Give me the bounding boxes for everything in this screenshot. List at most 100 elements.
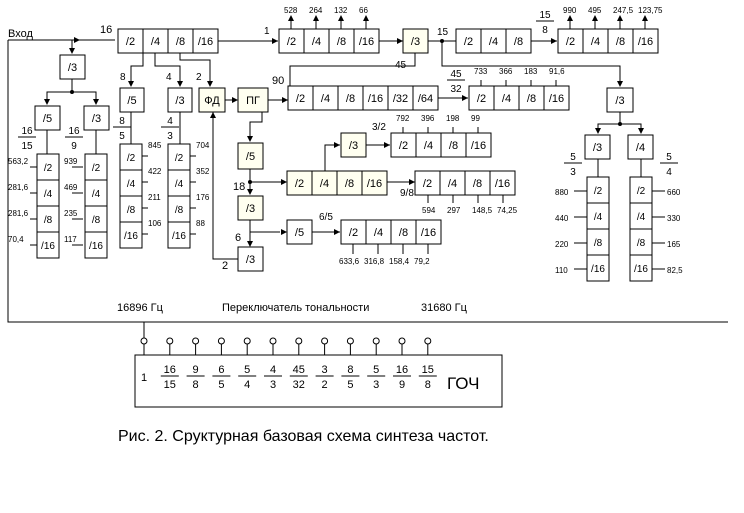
col53-chain-3-box (586, 254, 610, 282)
col54-chain-1-label: /4 (637, 212, 646, 223)
arrowhead (384, 142, 390, 148)
div3-col53-box (584, 134, 611, 160)
top1-value: 132 (334, 6, 348, 15)
chain-90-3-label: /16 (368, 93, 383, 105)
col169-value: 469 (64, 183, 78, 192)
col53-chain-2-label: /8 (594, 238, 603, 249)
div3-left-box (59, 54, 86, 80)
goch-panel (134, 354, 503, 408)
row65-value: 79,2 (414, 257, 430, 266)
col43-chain-1-label: /4 (175, 179, 184, 190)
top1-chain-0-label: /2 (287, 36, 296, 48)
chain-90-0-label: /2 (296, 93, 305, 105)
row65-value: 633,6 (339, 257, 360, 266)
col43-value: 704 (196, 141, 210, 150)
selector-contact (424, 337, 432, 345)
pg-block-box (237, 87, 269, 113)
div3-32-label: /3 (349, 140, 358, 152)
div3-left2-label: /3 (92, 113, 101, 125)
chain-90-4-box (387, 85, 414, 111)
ratio-fraction-numerator: 5 (373, 364, 379, 376)
wire (154, 53, 181, 86)
top1-chain-2-label: /8 (337, 36, 346, 48)
ratio-fraction-numerator: 16 (396, 364, 408, 376)
div5-col85-box (119, 87, 145, 113)
wire (289, 53, 416, 90)
div5-pg-box (237, 142, 264, 170)
goch-label: ГОЧ (447, 374, 479, 393)
div3-col43-label: /3 (175, 95, 184, 107)
col53-chain-0-label: /2 (594, 186, 603, 197)
frac-8-5-numerator: 8 (119, 116, 125, 127)
div4-col54-box (627, 134, 654, 160)
main-chain-2-box (167, 28, 194, 54)
wire (324, 144, 340, 171)
top1-chain-0-box (278, 28, 305, 54)
col1615-value: 281,6 (8, 183, 29, 192)
col169-chain-3-label: /16 (89, 241, 103, 252)
row98-chain-1-label: /4 (448, 178, 457, 190)
ratio-fraction-numerator: 8 (347, 364, 353, 376)
main-chain-0-label: /2 (126, 36, 135, 48)
arrowhead (617, 81, 623, 87)
row65-chain-2-label: /8 (399, 227, 408, 239)
frac-3-2: 3/2 (372, 122, 386, 133)
row65-chain-1-label: /4 (374, 227, 383, 239)
arrowhead (128, 81, 134, 87)
top1-chain-1-label: /4 (312, 36, 321, 48)
chain-90-4-label: /32 (393, 93, 408, 105)
row98-value: 148,5 (472, 206, 493, 215)
arrowhead (272, 38, 278, 44)
arrowhead (409, 179, 415, 185)
div3-6-box (237, 246, 264, 272)
col43-chain-2-label: /8 (175, 205, 184, 216)
col53-value: 880 (555, 188, 569, 197)
frac-15-8-numerator: 15 (539, 10, 551, 21)
col85-chain-3-label: /16 (124, 231, 138, 242)
row45-chain-1-label: /4 (502, 93, 511, 105)
ratio-fraction-numerator: 5 (244, 364, 250, 376)
arrowhead (210, 112, 216, 118)
div3-18-label: /3 (246, 203, 255, 215)
row98-chain-2-label: /8 (473, 178, 482, 190)
row98-value: 74,25 (497, 206, 518, 215)
arrowhead (44, 99, 50, 105)
label-2b: 2 (222, 260, 228, 272)
top2-chain-3-label: /16 (638, 36, 653, 48)
frac-5-3-numerator: 5 (570, 152, 576, 163)
col54-chain-3-box (629, 254, 653, 282)
frac-15-8-denominator: 8 (542, 25, 548, 36)
div5-pg-label: /5 (246, 151, 255, 163)
label-45: 45 (395, 60, 407, 71)
arrowhead (642, 15, 648, 21)
frac-6-5: 6/5 (319, 212, 333, 223)
chain-15-1-box (480, 28, 507, 54)
arrowhead (397, 38, 403, 44)
row45-chain-3-label: /16 (549, 93, 564, 105)
selector-contact (217, 337, 225, 345)
col1615-value: 70,4 (8, 235, 24, 244)
row32-chain-3-label: /16 (471, 140, 486, 152)
label-16: 16 (100, 24, 112, 36)
row45-value: 733 (474, 67, 488, 76)
label-90: 90 (272, 75, 284, 87)
selector-contact (243, 337, 251, 345)
row98-chain-3-label: /16 (495, 178, 510, 190)
col1615-chain-1-label: /4 (44, 189, 53, 200)
col169-chain-2-label: /8 (92, 215, 101, 226)
col53-value: 220 (555, 240, 569, 249)
col54-value: 660 (667, 188, 681, 197)
fd-block-box (198, 87, 226, 113)
row32-value: 792 (396, 114, 410, 123)
div5-6-box (286, 219, 313, 245)
row45-chain-2-label: /8 (527, 93, 536, 105)
ratio-fraction-denominator: 32 (293, 379, 305, 391)
frac-16-15-denominator: 15 (21, 141, 33, 152)
selector-contact (372, 337, 380, 345)
ratio-fraction-denominator: 3 (270, 379, 276, 391)
div3-right-box (606, 87, 634, 113)
row65-chain-3-label: /16 (421, 227, 436, 239)
chain-18-1-box (311, 170, 338, 196)
ratio-fraction-denominator: 8 (193, 379, 199, 391)
ratio-fraction-numerator: 9 (193, 364, 199, 376)
